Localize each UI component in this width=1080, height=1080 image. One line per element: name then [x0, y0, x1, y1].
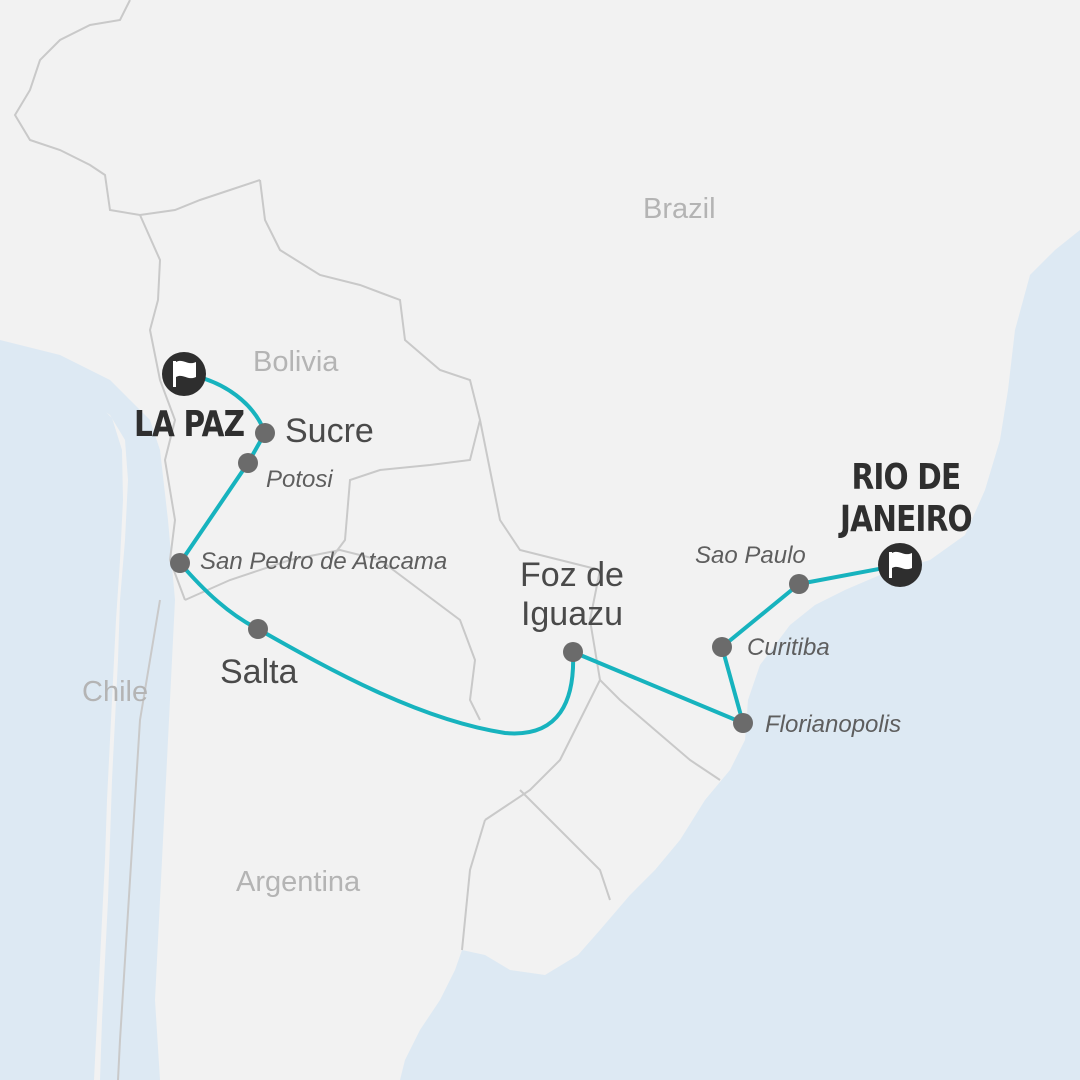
stop-markers — [170, 423, 809, 733]
stop-label-florianopolis: Florianopolis — [765, 711, 902, 738]
flag-icon — [173, 360, 196, 387]
end-badge[interactable] — [878, 543, 922, 587]
end-label: RIO DE JANEIRO — [840, 457, 973, 541]
end-label-line2: JANEIRO — [840, 499, 973, 540]
country-label-argentina: Argentina — [236, 866, 361, 898]
stop-label-foz-line2: Iguazu — [520, 595, 624, 633]
start-badge[interactable] — [162, 352, 206, 396]
flag-icon — [889, 551, 912, 578]
country-borders — [13, 0, 721, 1080]
stop-marker-potosi[interactable] — [238, 453, 258, 473]
stop-label-san-pedro: San Pedro de Atacama — [200, 548, 448, 575]
stop-label-potosi: Potosi — [266, 466, 333, 493]
stop-label-foz: Foz de Iguazu — [510, 556, 634, 634]
stop-marker-salta[interactable] — [248, 619, 268, 639]
stop-marker-foz[interactable] — [563, 642, 583, 662]
pacific-ocean — [0, 360, 123, 1080]
start-label-text: LA PAZ — [134, 404, 245, 445]
stop-label-curitiba: Curitiba — [747, 634, 830, 661]
stop-label-foz-line1: Foz de — [520, 556, 624, 594]
start-label: LA PAZ — [134, 404, 245, 446]
country-label-brazil: Brazil — [643, 193, 716, 225]
country-label-bolivia: Bolivia — [253, 346, 339, 378]
stop-label-salta: Salta — [220, 653, 298, 691]
stop-label-sao-paulo: Sao Paulo — [695, 542, 806, 569]
end-label-line1: RIO DE — [851, 457, 961, 498]
stop-marker-sucre[interactable] — [255, 423, 275, 443]
stop-marker-florianopolis[interactable] — [733, 713, 753, 733]
country-label-chile: Chile — [82, 676, 149, 708]
stop-marker-curitiba[interactable] — [712, 637, 732, 657]
stop-marker-san-pedro[interactable] — [170, 553, 190, 573]
stop-marker-sao-paulo[interactable] — [789, 574, 809, 594]
stop-label-sucre: Sucre — [285, 412, 374, 450]
